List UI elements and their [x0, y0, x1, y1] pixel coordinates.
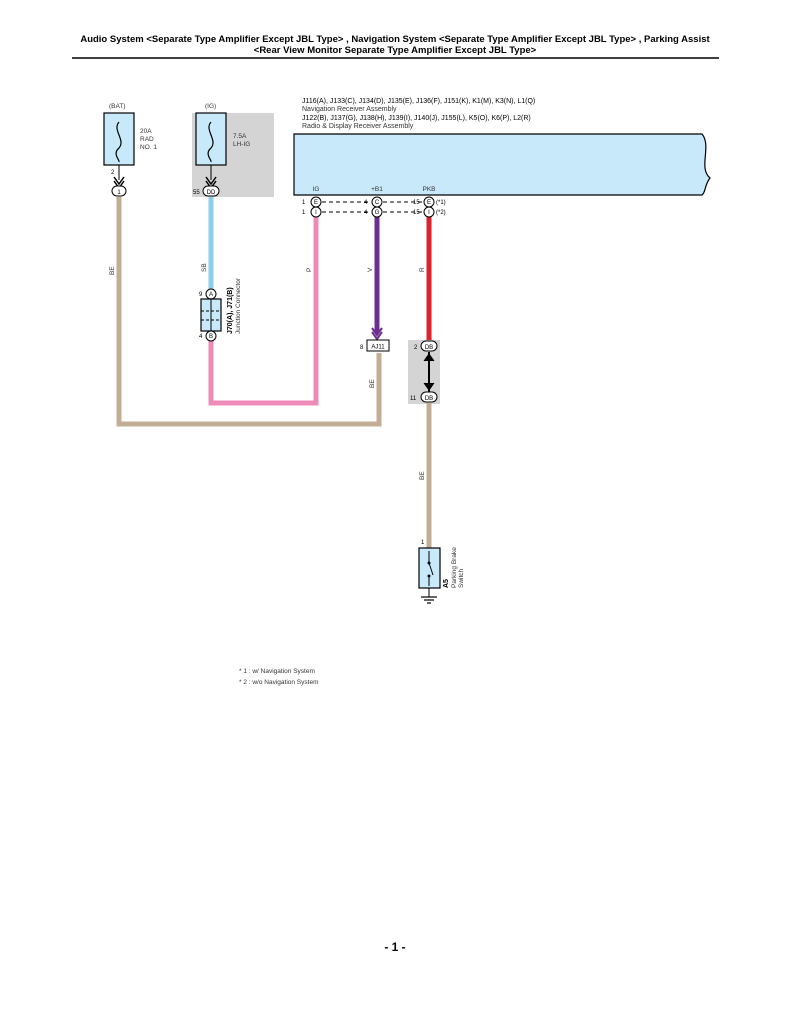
- pkb-note2: (*2): [436, 210, 446, 216]
- pkb-conn2: I: [428, 210, 430, 216]
- junction-conn-top: A: [209, 292, 213, 298]
- wire-be-left: [116, 197, 382, 427]
- junction-pin-bottom: 4: [199, 334, 203, 340]
- b1-pin2: 4: [364, 210, 368, 216]
- receiver-name-2: Radio & Display Receiver Assembly: [302, 123, 414, 130]
- arrow-down-icon: [423, 382, 435, 391]
- wire-label-r: R: [419, 267, 426, 272]
- fuse-icon: [207, 121, 214, 163]
- fuse-icon: [115, 121, 122, 163]
- note-2: * 2 : w/o Navigation System: [239, 679, 318, 686]
- pkb-pin2: 15: [413, 210, 420, 216]
- wire-label-be-mid: BE: [369, 379, 376, 388]
- junction-id: J70(A), J71(B): [227, 287, 234, 334]
- bat-fuse-name1: RAD: [140, 136, 154, 143]
- ig-connector-label: DD: [207, 190, 216, 196]
- wire-label-sb: SB: [201, 263, 208, 272]
- wire-label-be-lower: BE: [419, 471, 426, 480]
- aj11-pin: 8: [360, 345, 364, 351]
- wire-p: [208, 217, 319, 406]
- junction-name: Junction Connector: [235, 277, 242, 334]
- aj11-label: AJ11: [371, 345, 385, 351]
- bat-fuse-name2: NO. 1: [140, 144, 157, 151]
- arrow-down-icon: [371, 327, 383, 341]
- wire-label-p: P: [306, 268, 313, 272]
- ig-pin1: 1: [302, 200, 306, 206]
- ig-conn1: E: [314, 200, 318, 206]
- ground-icon: [421, 588, 437, 604]
- pkb-terminal2: [423, 206, 435, 218]
- db-connector-bottom: [420, 391, 438, 403]
- ig-fuse-name: LH-IG: [233, 141, 250, 148]
- switch-name2: Switch: [458, 568, 465, 588]
- db-conn-bottom: DB: [425, 396, 433, 402]
- wire-label-v: V: [367, 267, 374, 272]
- bat-connector-label: 1: [117, 190, 121, 196]
- terminal-ig-label: IG: [313, 186, 320, 193]
- terminal-b1-label: +B1: [371, 186, 383, 193]
- receiver-box: [293, 133, 711, 196]
- receiver-connectors-1: J116(A), J133(C), J134(D), J135(E), J136…: [302, 98, 535, 105]
- ig-conn2: I: [315, 210, 317, 216]
- switch-id: A5: [443, 579, 450, 588]
- db-pin-bottom: 11: [410, 396, 417, 402]
- pkb-pin1: 15: [413, 200, 420, 206]
- junction-conn-bottom: B: [209, 334, 213, 340]
- header-title-line1: Audio System <Separate Type Amplifier Ex…: [80, 34, 710, 45]
- bat-label: (BAT): [109, 103, 126, 110]
- switch-pin: 1: [421, 540, 425, 546]
- switch-icon: [427, 551, 434, 586]
- switch-name1: Parking Brake: [451, 547, 458, 588]
- terminal-pkb-label: PKB: [422, 186, 435, 193]
- junction-pin-top: 9: [199, 292, 203, 298]
- b1-pin1: 4: [364, 200, 368, 206]
- ig-pin: 55: [193, 190, 200, 196]
- junction-terminal-bottom: [205, 330, 217, 342]
- db-connector-top: [420, 340, 438, 352]
- receiver-name-1: Navigation Receiver Assembly: [302, 106, 397, 113]
- b1-terminal2: [371, 206, 383, 218]
- ig-fuse-box: [195, 112, 227, 166]
- db-conn-top: DB: [425, 345, 433, 351]
- receiver-connectors-2: J122(B), J137(G), J138(H), J139(I), J140…: [302, 115, 531, 122]
- ig-label: (IG): [205, 103, 216, 110]
- bat-pin: 2: [111, 170, 115, 176]
- ig-connector: [202, 185, 220, 197]
- aj11-connector: [366, 339, 390, 352]
- bat-fuse-rating: 20A: [140, 128, 152, 135]
- ig-pin2: 1: [302, 210, 306, 216]
- note-1: * 1 : w/ Navigation System: [239, 668, 315, 675]
- header-title-line2: <Rear View Monitor Separate Type Amplifi…: [254, 45, 537, 56]
- b1-conn2: G: [375, 210, 380, 216]
- db-pin-top: 2: [414, 345, 418, 351]
- pkb-conn1: E: [427, 200, 431, 206]
- bat-fuse-box: [103, 112, 135, 166]
- b1-conn1: C: [375, 200, 380, 206]
- ig-terminal2: [310, 206, 322, 218]
- page-number: - 1 -: [384, 940, 405, 954]
- ig-fuse-rating: 7.5A: [233, 133, 247, 140]
- arrow-up-icon: [423, 353, 435, 362]
- wire-label-be-left: BE: [109, 266, 116, 275]
- pkb-note1: (*1): [436, 200, 446, 206]
- bat-connector: [111, 185, 127, 197]
